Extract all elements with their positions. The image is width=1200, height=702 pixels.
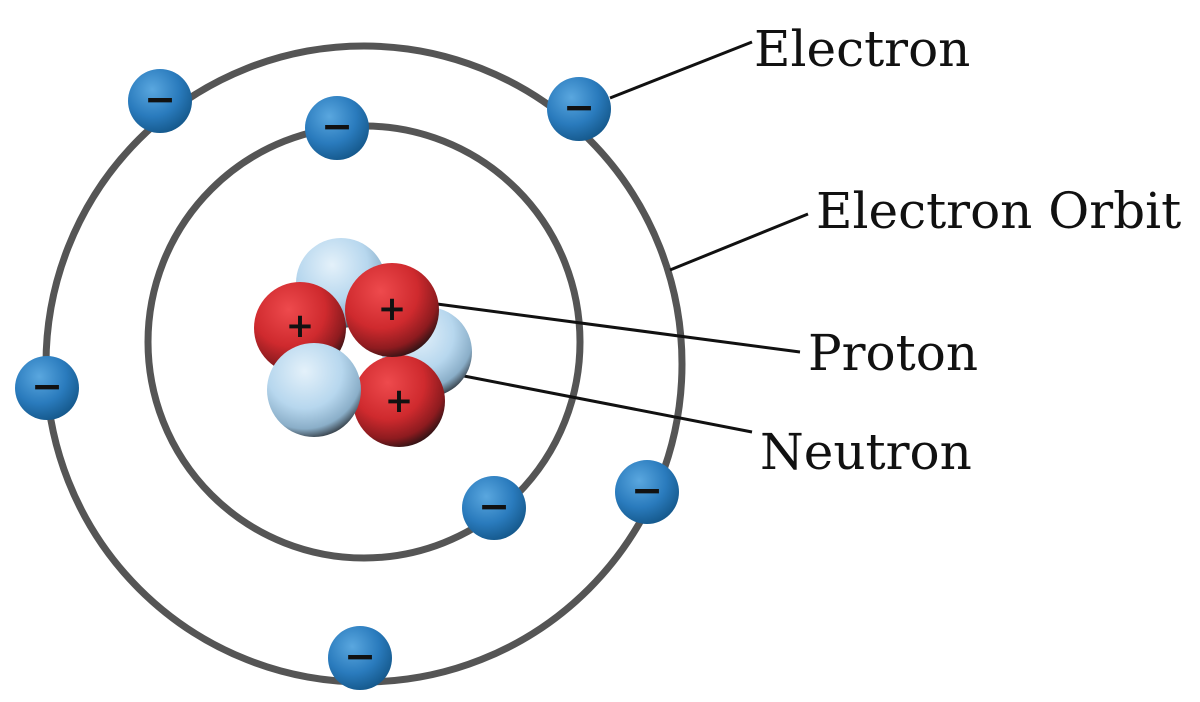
electron: − bbox=[462, 476, 526, 540]
proton: + bbox=[353, 355, 445, 447]
electron: − bbox=[128, 69, 192, 133]
minus-sign: − bbox=[478, 484, 510, 528]
proton: + bbox=[345, 263, 439, 357]
nucleus: + + + bbox=[254, 238, 472, 447]
plus-sign: + bbox=[378, 289, 407, 329]
electron-label: Electron bbox=[754, 20, 970, 78]
plus-sign: + bbox=[286, 306, 315, 346]
minus-sign: − bbox=[321, 104, 353, 148]
plus-sign: + bbox=[385, 381, 414, 421]
minus-sign: − bbox=[344, 634, 376, 678]
minus-sign: − bbox=[144, 77, 176, 121]
proton-label: Proton bbox=[808, 324, 978, 382]
minus-sign: − bbox=[31, 364, 63, 408]
electron-leader-line bbox=[610, 42, 752, 98]
neutron-label: Neutron bbox=[760, 423, 972, 481]
orbit-leader-line bbox=[670, 214, 808, 270]
minus-sign: − bbox=[631, 468, 663, 512]
electron: − bbox=[328, 626, 392, 690]
minus-sign: − bbox=[563, 85, 595, 129]
electron: − bbox=[547, 77, 611, 141]
electron-orbit-label: Electron Orbit bbox=[816, 182, 1181, 240]
electron: − bbox=[15, 356, 79, 420]
electron: − bbox=[615, 460, 679, 524]
electron: − bbox=[305, 96, 369, 160]
proton-leader-line bbox=[437, 304, 800, 352]
neutron bbox=[267, 343, 361, 437]
neutron-leader-line bbox=[464, 376, 752, 432]
